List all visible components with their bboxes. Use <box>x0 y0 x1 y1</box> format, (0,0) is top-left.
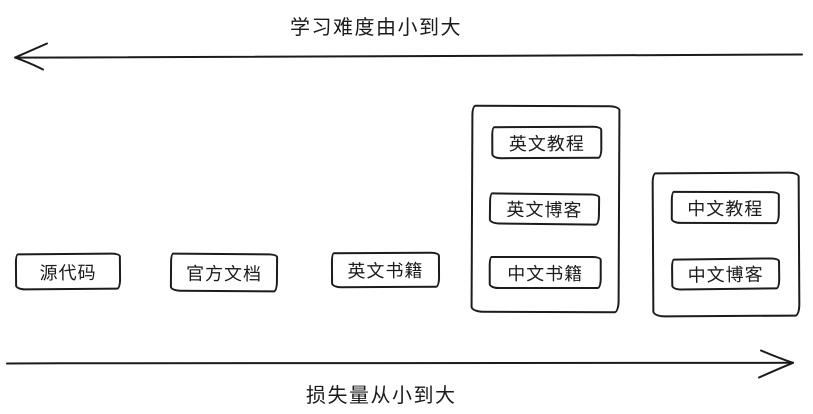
bottom-arrow-label: 损失量从小到大 <box>306 385 457 407</box>
node-english-blogs: 英文博客 <box>488 192 601 226</box>
top-arrow-head <box>14 42 48 71</box>
node-source-code: 源代码 <box>14 252 122 291</box>
top-arrow-label: 学习难度由小到大 <box>290 17 462 39</box>
node-english-books: 英文书籍 <box>330 251 441 289</box>
group-english-and-chinese-books: 英文教程 英文博客 中文书籍 <box>470 104 621 314</box>
top-arrow-line <box>16 53 803 59</box>
node-chinese-blogs: 中文博客 <box>670 257 781 291</box>
group-chinese-resources: 中文教程 中文博客 <box>651 171 801 318</box>
node-chinese-tutorials: 中文教程 <box>670 190 780 225</box>
bottom-arrow-right <box>6 349 794 379</box>
node-official-docs: 官方文档 <box>169 252 279 293</box>
bottom-arrow-head <box>758 349 794 379</box>
node-chinese-books: 中文书籍 <box>488 255 602 290</box>
bottom-arrow-line <box>6 361 794 365</box>
top-arrow-left <box>14 42 803 71</box>
node-english-tutorials: 英文教程 <box>491 125 603 160</box>
